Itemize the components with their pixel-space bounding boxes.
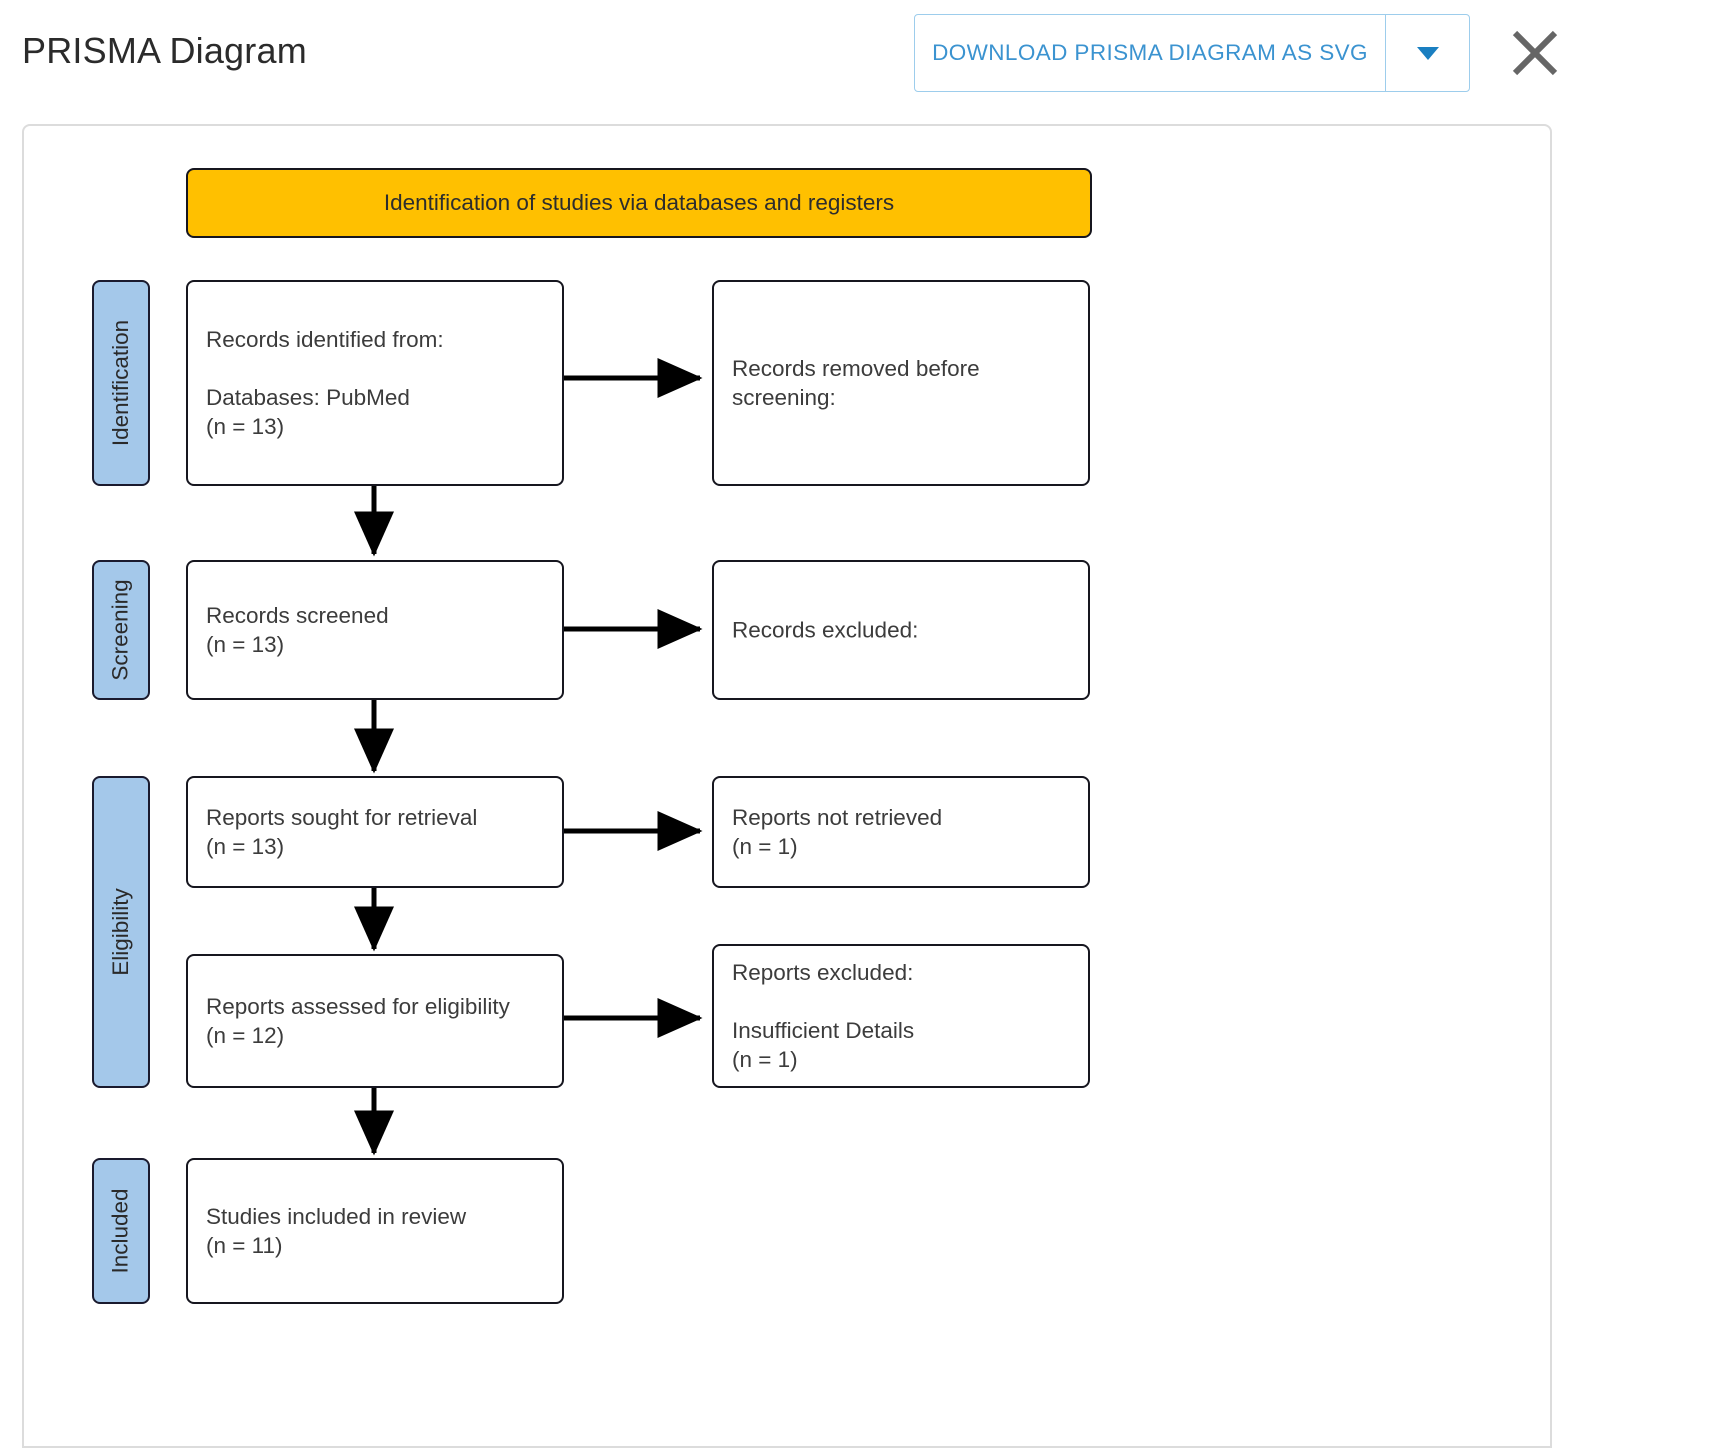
stage-label-screening-text: Screening <box>108 579 134 681</box>
stage-label-identification-text: Identification <box>108 319 133 447</box>
box-records-removed-text: Records removed before screening: <box>732 356 980 410</box>
box-records-identified: Records identified from: Databases: PubM… <box>186 280 564 486</box>
box-studies-included: Studies included in review (n = 11) <box>186 1158 564 1304</box>
box-reports-not-retrieved: Reports not retrieved (n = 1) <box>712 776 1090 888</box>
prisma-flow-diagram: Identification of studies via databases … <box>24 126 1554 1448</box>
box-records-removed: Records removed before screening: <box>712 280 1090 486</box>
box-reports-not-retrieved-text: Reports not retrieved (n = 1) <box>732 805 943 859</box>
page-title: PRISMA Diagram <box>22 30 307 71</box>
stage-label-screening: Screening <box>92 560 150 700</box>
box-studies-included-text: Studies included in review (n = 11) <box>206 1204 467 1258</box>
download-format-dropdown-button[interactable] <box>1385 15 1469 91</box>
box-records-excluded-text: Records excluded: <box>732 617 919 643</box>
box-reports-sought-text: Reports sought for retrieval (n = 13) <box>206 805 478 859</box>
stage-label-eligibility: Eligibility <box>92 776 150 1088</box>
box-reports-sought: Reports sought for retrieval (n = 13) <box>186 776 564 888</box>
box-reports-assessed: Reports assessed for eligibility (n = 12… <box>186 954 564 1088</box>
stage-label-included: Included <box>92 1158 150 1304</box>
box-reports-assessed-text: Reports assessed for eligibility (n = 12… <box>206 994 510 1048</box>
stage-label-identification: Identification <box>92 280 150 486</box>
box-reports-excluded-text: Reports excluded: Insufficient Details (… <box>732 960 915 1072</box>
diagram-card: Identification of studies via databases … <box>22 124 1552 1448</box>
stage-label-included-text: Included <box>108 1188 134 1274</box>
box-records-screened: Records screened (n = 13) <box>186 560 564 700</box>
identification-banner: Identification of studies via databases … <box>186 168 1092 238</box>
dialog-header: PRISMA Diagram DOWNLOAD PRISMA DIAGRAM A… <box>0 0 1714 112</box>
box-reports-excluded: Reports excluded: Insufficient Details (… <box>712 944 1090 1088</box>
download-prisma-svg-button[interactable]: DOWNLOAD PRISMA DIAGRAM AS SVG <box>932 40 1368 65</box>
box-records-excluded: Records excluded: <box>712 560 1090 700</box>
box-records-screened-text: Records screened (n = 13) <box>206 603 389 657</box>
chevron-down-icon <box>1416 46 1439 60</box>
stage-label-eligibility-text: Eligibility <box>108 888 133 976</box>
close-icon <box>1512 30 1558 76</box>
box-records-identified-text: Records identified from: Databases: PubM… <box>206 327 444 439</box>
close-dialog-button[interactable] <box>1498 16 1572 90</box>
download-split-button[interactable]: DOWNLOAD PRISMA DIAGRAM AS SVG <box>914 14 1470 92</box>
